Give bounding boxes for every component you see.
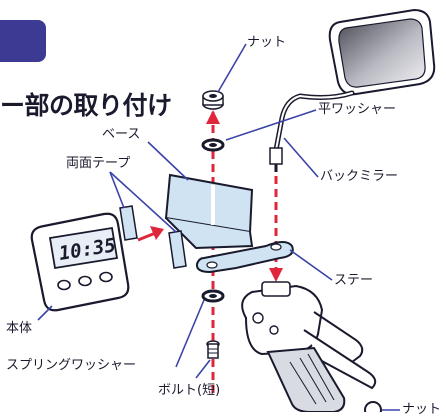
label-base: ベース [102,127,141,142]
label-nut-top: ナット [247,35,287,50]
label-bolt-short: ボルト(短) [158,383,221,398]
nut-top [202,90,224,110]
label-stay: ステー [334,273,374,288]
label-back-mirror: バックミラー [320,169,399,184]
label-double-tape: 両面テープ [66,156,131,171]
label-main-body: 本体 [6,321,33,336]
nut-bottom [364,401,382,412]
stay-bracket [195,241,294,274]
section-heading: ー部の取り付け [0,91,172,120]
section-tab [0,20,46,62]
back-mirror [269,8,436,172]
base-plate [164,173,254,250]
label-flat-washer: 平ワッシャー [318,102,397,117]
handlebar-grip [241,281,377,412]
spring-washer [201,289,225,303]
bolt-short [206,340,220,359]
label-spring-washer: スプリングワッシャー [6,358,137,373]
label-nut-bottom: ナット [402,402,442,417]
flat-washer [201,138,225,152]
clock-unit: 10:35 [30,212,130,312]
leader-lines [37,43,400,411]
double-sided-tape [119,205,187,269]
